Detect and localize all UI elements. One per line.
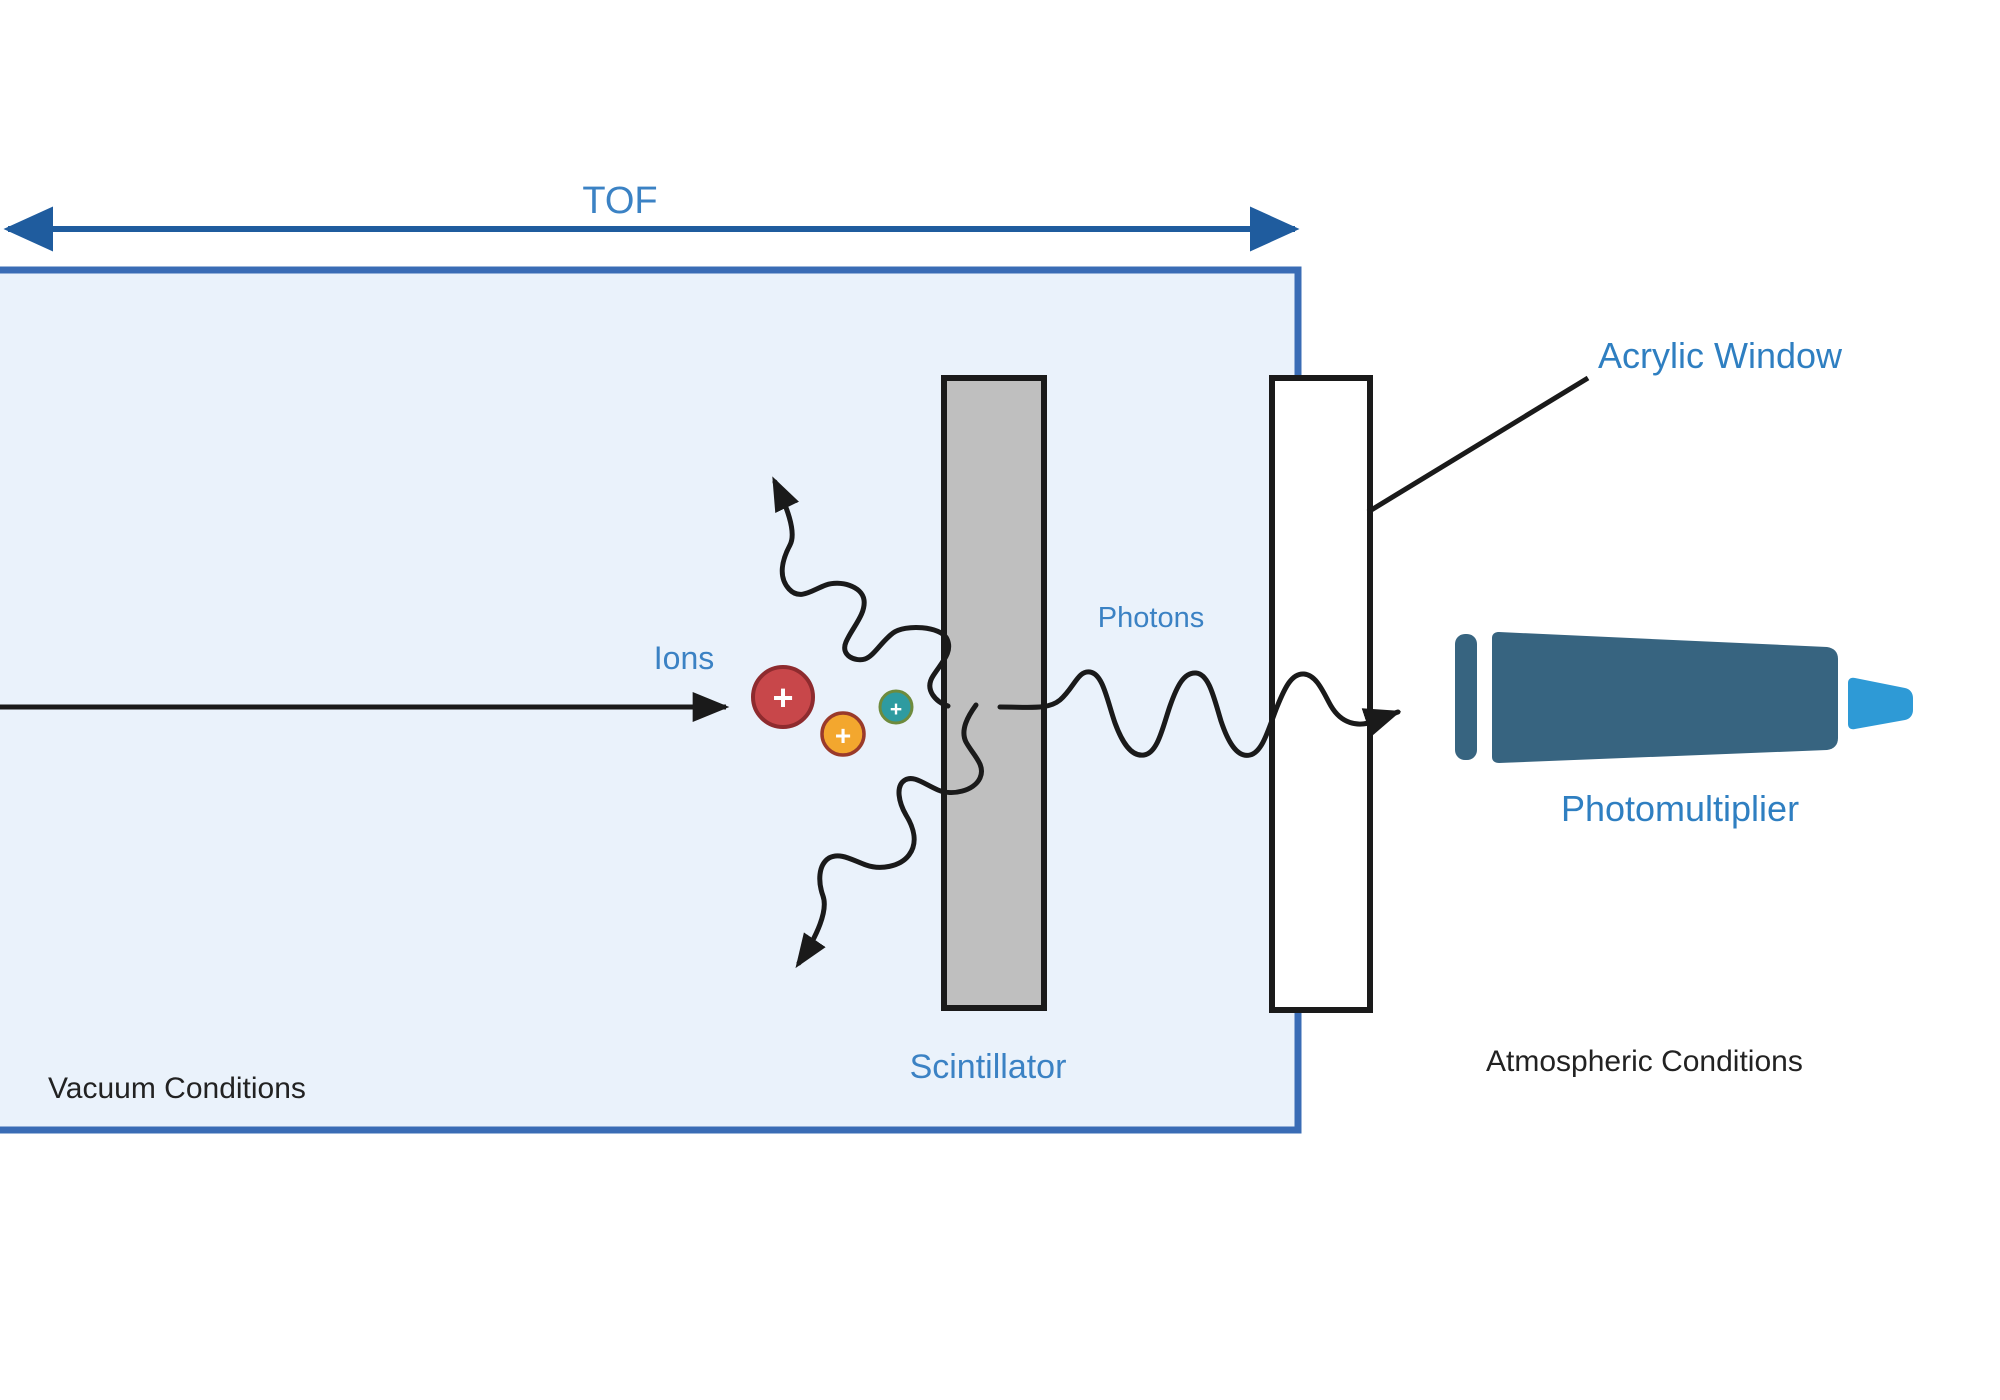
scintillator-slab[interactable] <box>941 375 1047 1011</box>
scattered-photon-upper <box>772 476 952 709</box>
ion-large-red-body[interactable] <box>751 665 815 729</box>
ion-large-red-charge: + <box>772 677 793 718</box>
scintillator-label: Scintillator <box>910 1048 1067 1086</box>
acrylic-window[interactable]: Acrylic Window <box>1269 335 1843 1013</box>
ion-small-teal[interactable]: + <box>878 689 914 725</box>
ions-label: Ions <box>654 640 714 676</box>
photomultiplier-label: Photomultiplier <box>1561 788 1799 829</box>
vacuum-chamber-box <box>0 266 1302 1134</box>
acrylic-window-plate[interactable] <box>1269 375 1373 1013</box>
tof-label: TOF <box>582 180 657 222</box>
ion-small-teal-body[interactable] <box>878 689 914 725</box>
ion-medium-orange[interactable]: + <box>820 711 866 757</box>
ions-group: Ions + + + <box>654 640 914 757</box>
photons-label: Photons <box>1098 602 1204 634</box>
pmt-anode-cap[interactable] <box>1848 677 1913 730</box>
photon-wave-lower-left <box>795 702 984 969</box>
vacuum-conditions-label: Vacuum Conditions <box>48 1072 306 1105</box>
acrylic-window-leader-line <box>1366 375 1590 515</box>
photon-wave-upper-left <box>772 476 952 709</box>
forward-photon-wave: Photons <box>997 602 1402 758</box>
atmospheric-conditions-label: Atmospheric Conditions <box>1486 1045 1803 1078</box>
scattered-photon-lower <box>795 702 984 969</box>
vacuum-region <box>0 266 1302 1134</box>
pmt-faceplate[interactable] <box>1455 634 1477 760</box>
ion-small-teal-charge: + <box>890 698 902 721</box>
pmt-body[interactable] <box>1492 632 1838 763</box>
ion-medium-orange-charge: + <box>835 720 851 751</box>
photomultiplier[interactable]: Photomultiplier <box>1455 632 1913 829</box>
photons-wave-path <box>997 669 1402 758</box>
tof-dimension: TOF <box>3 180 1300 252</box>
ion-medium-orange-body[interactable] <box>820 711 866 757</box>
acrylic-window-label: Acrylic Window <box>1598 335 1843 376</box>
scintillator[interactable]: Scintillator <box>910 375 1067 1086</box>
ion-large-red[interactable]: + <box>751 665 815 729</box>
